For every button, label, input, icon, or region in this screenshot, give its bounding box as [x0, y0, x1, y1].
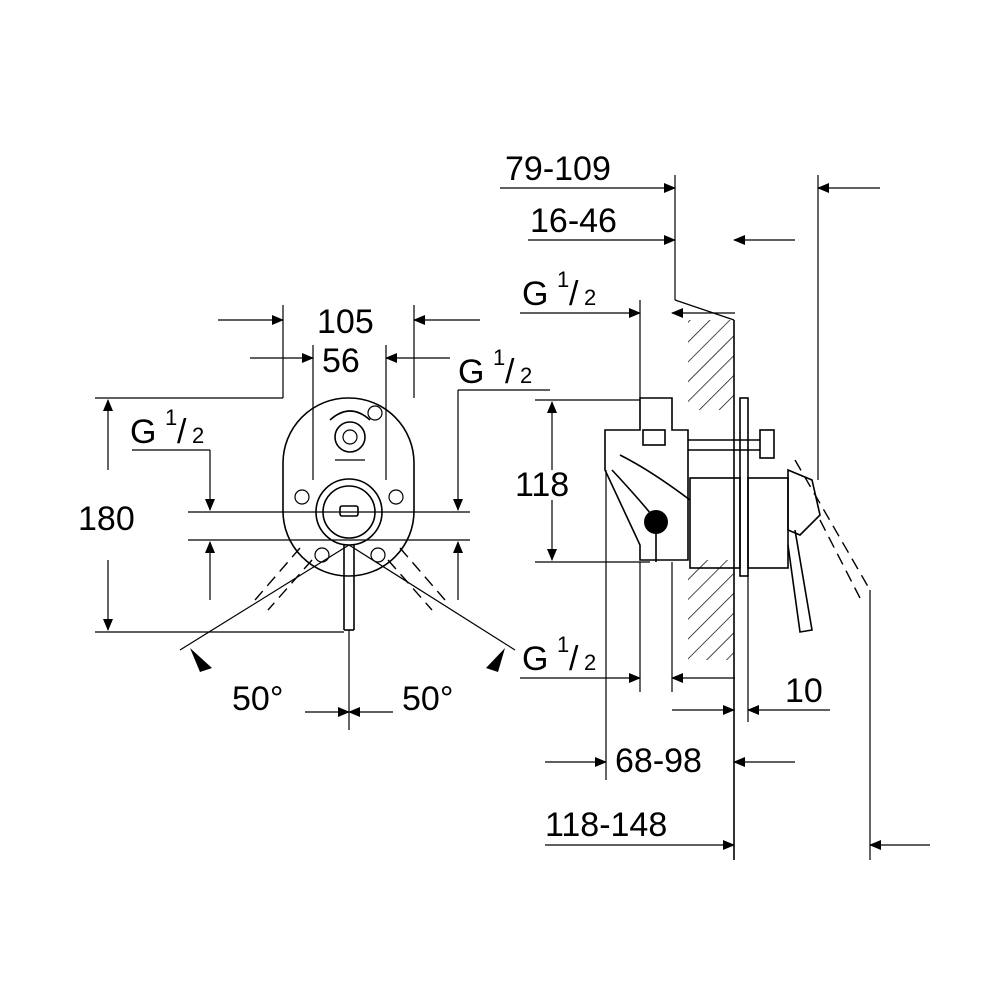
width-inner-label: 56 — [322, 342, 360, 380]
thread-left-den: 2 — [192, 423, 204, 448]
thread-bottom-num: 1 — [557, 632, 569, 657]
wall-plate — [739, 397, 749, 577]
thread-top-slash: / — [569, 275, 579, 313]
height-label: 180 — [78, 500, 135, 538]
angle-right-label: 50° — [402, 680, 453, 718]
side-view: 79-109 16-46 G 1 / 2 118 G 1 / 2 10 — [500, 150, 930, 860]
thread-top-num: 1 — [557, 267, 569, 292]
thread-right-den: 2 — [520, 363, 532, 388]
thread-bottom-slash: / — [569, 640, 579, 678]
angle-left-label: 50° — [232, 680, 283, 718]
escutcheon-plate — [282, 397, 415, 577]
plate-label: 10 — [785, 672, 823, 710]
overall-depth-label: 118-148 — [545, 806, 667, 844]
thread-left-label: G — [130, 413, 156, 451]
thread-right-label: G — [458, 353, 484, 391]
side-height-label: 118 — [515, 466, 569, 504]
handle-body — [747, 477, 789, 569]
thread-top-label: G — [522, 275, 548, 313]
thread-top-den: 2 — [584, 285, 596, 310]
thread-bottom-label: G — [522, 640, 548, 678]
diverter-knob — [334, 421, 366, 453]
install-depth-label: 68-98 — [615, 742, 702, 780]
depth-total-label: 79-109 — [505, 150, 611, 188]
valve-body — [689, 477, 741, 569]
valve-knob — [644, 510, 668, 534]
wall-section — [688, 320, 734, 410]
width-outer-label: 105 — [317, 303, 374, 341]
thread-right-num: 1 — [493, 345, 505, 370]
front-view: 105 56 180 G 1 / 2 G 1 / 2 — [78, 303, 550, 730]
thread-left-num: 1 — [165, 405, 177, 430]
thread-right-slash: / — [505, 353, 515, 391]
thread-bottom-den: 2 — [584, 650, 596, 675]
depth-wall-label: 16-46 — [530, 202, 617, 240]
thread-left-slash: / — [177, 413, 187, 451]
